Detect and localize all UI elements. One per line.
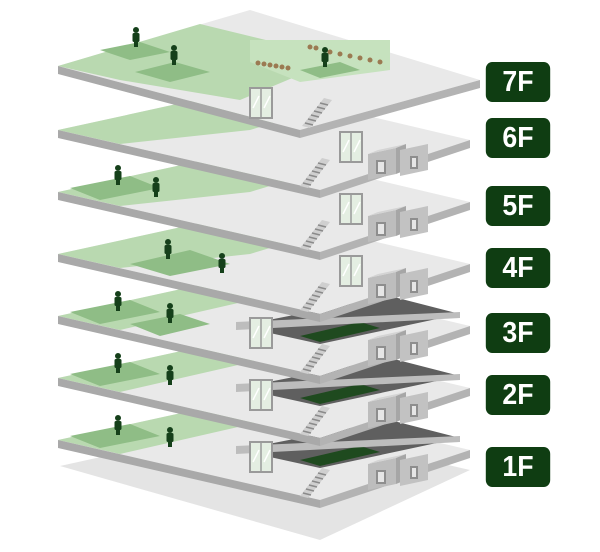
floor-3	[58, 274, 470, 384]
floor-1	[58, 398, 470, 508]
floor-7	[58, 10, 480, 138]
floor-button-7f[interactable]: 7F	[485, 62, 551, 102]
floor-button-2f[interactable]: 2F	[485, 375, 551, 415]
floor-4	[58, 212, 470, 322]
floor-button-1f[interactable]: 1F	[485, 447, 551, 487]
floor-button-3f[interactable]: 3F	[485, 313, 551, 353]
floor-2	[58, 336, 470, 446]
floor-button-6f[interactable]: 6F	[485, 118, 551, 158]
floor-button-5f[interactable]: 5F	[485, 186, 551, 226]
floor-button-4f[interactable]: 4F	[485, 248, 551, 288]
